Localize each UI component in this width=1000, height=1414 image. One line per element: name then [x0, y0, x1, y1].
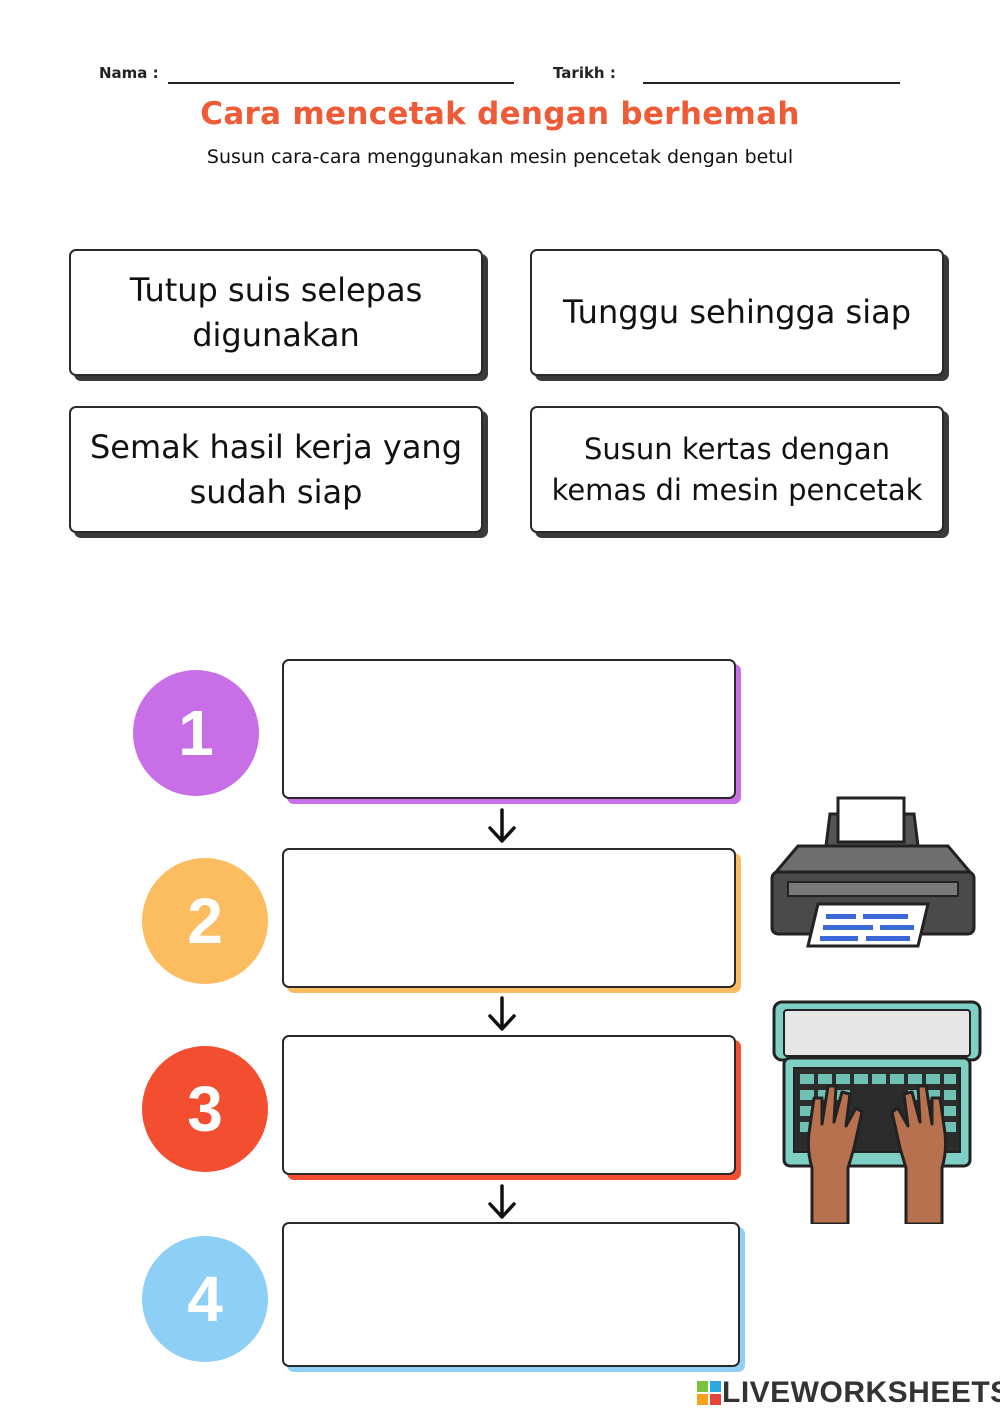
- down-arrow-icon: [488, 808, 516, 843]
- page-subtitle: Susun cara-cara menggunakan mesin pencet…: [206, 146, 794, 168]
- footer-brand: LIVEWORKSHEETS: [722, 1376, 1000, 1409]
- date-label: Tarikh :: [553, 64, 616, 82]
- laptop-typing-icon: [772, 1000, 982, 1224]
- drop-slot-4[interactable]: [282, 1222, 740, 1367]
- name-label: Nama :: [99, 64, 159, 82]
- answer-card-semak[interactable]: Semak hasil kerja yang sudah siap: [69, 406, 483, 533]
- step-2-circle: 2: [142, 858, 268, 984]
- date-input-line[interactable]: [643, 82, 900, 84]
- drop-slot-2[interactable]: [282, 848, 736, 988]
- step-1-circle: 1: [133, 670, 259, 796]
- answer-card-tutup-suis[interactable]: Tutup suis selepas digunakan: [69, 249, 483, 376]
- answer-card-susun-kertas[interactable]: Susun kertas dengan kemas di mesin pence…: [530, 406, 944, 533]
- printer-icon: [770, 796, 976, 948]
- page-title: Cara mencetak dengan berhemah: [200, 96, 800, 132]
- drop-slot-3[interactable]: [282, 1035, 736, 1175]
- liveworksheets-logo-icon: [697, 1381, 721, 1405]
- step-4-circle: 4: [142, 1236, 268, 1362]
- down-arrow-icon: [488, 996, 516, 1031]
- step-3-circle: 3: [142, 1046, 268, 1172]
- down-arrow-icon: [488, 1184, 516, 1219]
- name-input-line[interactable]: [168, 82, 514, 84]
- answer-card-tunggu[interactable]: Tunggu sehingga siap: [530, 249, 944, 376]
- drop-slot-1[interactable]: [282, 659, 736, 799]
